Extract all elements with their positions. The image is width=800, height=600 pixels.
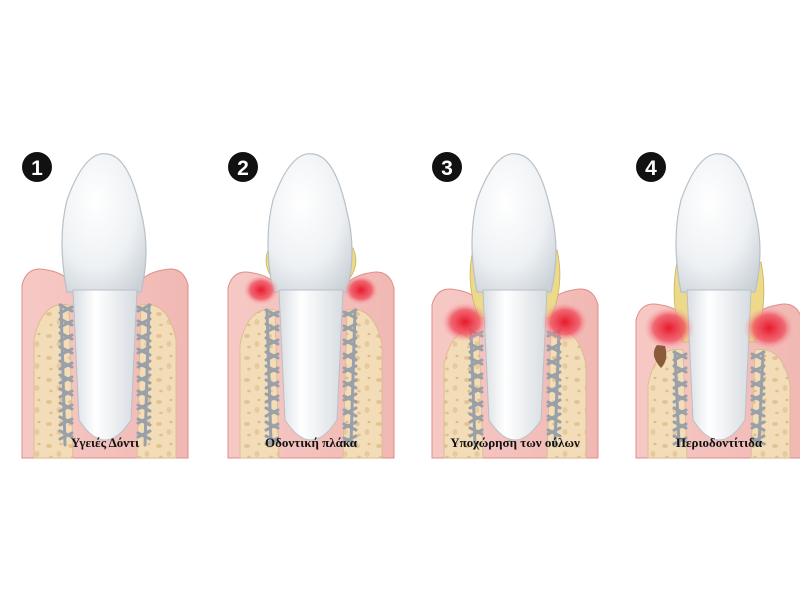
stage-caption: Οδοντική πλάκα [265, 435, 358, 450]
stage-number: 2 [237, 157, 249, 180]
stage-number: 3 [441, 157, 453, 180]
gum-inflammation-right [343, 274, 379, 306]
healthy-tooth-root [72, 289, 138, 441]
tooth-periodontitis-root [686, 289, 752, 441]
stage-caption: Υγειές Δόντι [71, 435, 139, 450]
gum-inflammation-left [441, 301, 489, 343]
gum-inflammation-left [243, 274, 279, 306]
stage-number-badge: 4 [636, 152, 666, 182]
gum-inflammation-right [743, 305, 795, 351]
periodontal-ligament [468, 328, 562, 447]
gum-inflammation-right [541, 301, 589, 343]
tooth-periodontitis-crown [675, 153, 761, 293]
tooth-with-plaque-crown [267, 153, 353, 293]
stage-number-badge: 1 [22, 152, 52, 182]
bone-loss-pocket [653, 345, 667, 368]
periodontal-ligament [58, 303, 152, 447]
tooth-gum-recession-root [482, 289, 548, 441]
stage-caption: Περιοδοντίτιδα [676, 435, 763, 450]
stage-number-badge: 2 [228, 152, 258, 182]
jaw-bone [239, 309, 383, 459]
gum-inflammation-left [643, 305, 695, 351]
tooth-gum-recession-crown [471, 153, 557, 293]
stage-number-badge: 3 [432, 152, 462, 182]
stage-number: 4 [645, 157, 657, 180]
stage-caption: Υποχώρηση των ούλων [450, 435, 580, 450]
periodontal-ligament [672, 350, 766, 447]
stage-number: 1 [31, 157, 43, 180]
tooth-with-plaque-root [278, 289, 344, 441]
healthy-tooth-crown [61, 153, 147, 293]
periodontal-ligament [264, 308, 358, 447]
